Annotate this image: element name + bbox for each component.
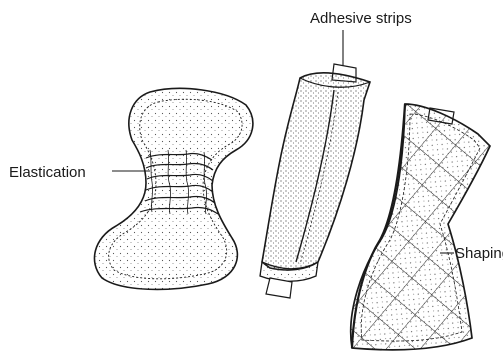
adhesive-strips-label: Adhesive strips — [310, 11, 412, 26]
pad2-body — [262, 73, 370, 270]
folded-pad — [260, 64, 370, 298]
shaping-label: Shaping — [455, 246, 503, 261]
elastication-label: Elastication — [9, 165, 86, 180]
pad2-bottom-tab — [266, 278, 292, 298]
shaped-pad — [351, 104, 490, 350]
elasticated-pad — [94, 88, 252, 289]
pad1-outline — [94, 88, 252, 289]
